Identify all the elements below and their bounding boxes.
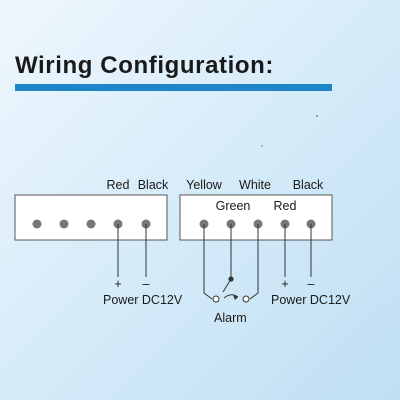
right-label-red: Red [274, 199, 297, 213]
left-terminal-block [14, 194, 168, 241]
alarm-terminal-no [242, 295, 250, 303]
page-title: Wiring Configuration: [15, 52, 274, 79]
alarm-switch-contact [222, 278, 232, 293]
left-terminal-1 [32, 219, 42, 229]
left-terminal-2 [59, 219, 69, 229]
right-terminal-block [179, 194, 333, 241]
right-label-white: White [239, 178, 271, 192]
left-plus-sign: + [114, 277, 121, 291]
right-label-green: Green [216, 199, 251, 213]
alarm-label: Alarm [214, 311, 247, 325]
alarm-switch-arc [223, 294, 239, 299]
alarm-wire-yellow [203, 224, 213, 300]
left-label-black: Black [138, 178, 169, 192]
alarm-terminal-nc [212, 295, 220, 303]
right-minus-sign: – [308, 277, 315, 291]
left-power-label: Power DC12V [103, 293, 183, 307]
right-plus-sign: + [281, 277, 288, 291]
right-label-black: Black [293, 178, 324, 192]
speck [261, 145, 263, 147]
alarm-wire-white [249, 224, 259, 300]
right-power-label: Power DC12V [271, 293, 351, 307]
speck [316, 115, 318, 117]
right-label-yellow: Yellow [186, 178, 223, 192]
left-label-red: Red [107, 178, 130, 192]
left-terminal-3 [86, 219, 96, 229]
title-underline-bar [15, 84, 332, 91]
alarm-switch-arrowhead [233, 295, 238, 300]
left-minus-sign: – [143, 277, 150, 291]
